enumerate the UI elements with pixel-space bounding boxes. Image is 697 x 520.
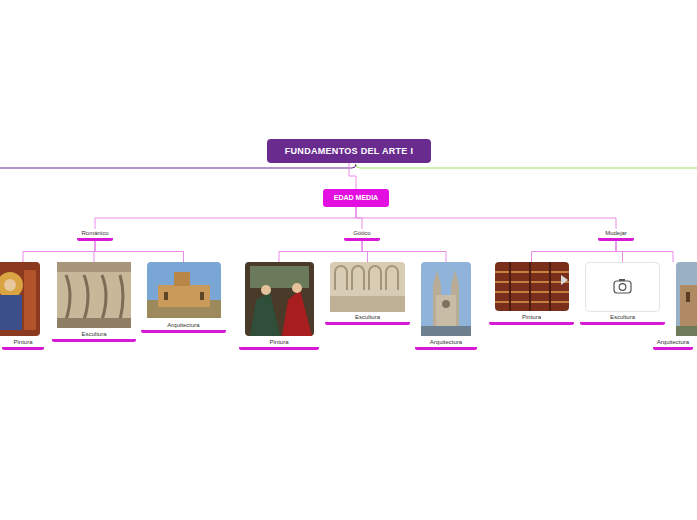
- subtopic-node: Pintura: [239, 262, 319, 350]
- romanesque-painting: [24, 270, 36, 330]
- mudejar-building: [676, 262, 697, 336]
- root-box: FUNDAMENTOS DEL ARTE I: [267, 139, 431, 163]
- subtopic-node: Escultura: [580, 262, 665, 325]
- gothic-cathedral: [442, 300, 450, 308]
- branch-lines: [356, 164, 697, 168]
- mudejar-ceiling: [495, 272, 569, 302]
- gothic-painting: [261, 285, 271, 295]
- romanesque-church: [158, 285, 210, 307]
- branch-connector: [95, 207, 356, 229]
- romanesque-capital: [57, 262, 131, 328]
- romanesque-capital: [66, 275, 123, 320]
- image-placeholder: [586, 263, 660, 312]
- subtopic-node: Pintura: [2, 262, 44, 350]
- branch-connector: [349, 163, 356, 189]
- mudejar-building: [686, 292, 690, 302]
- node-label: Escultura: [580, 313, 665, 325]
- romanesque-painting: [0, 295, 22, 330]
- mudejar-ceiling: [495, 262, 569, 311]
- branch-connector: [279, 241, 362, 262]
- branch-label: Románico: [77, 229, 113, 241]
- subtopic-node: Escultura: [325, 262, 410, 325]
- romanesque-capital: [57, 318, 131, 328]
- romanesque-capital: [57, 262, 131, 272]
- gothic-cathedral: [421, 326, 471, 336]
- romanesque-church: [174, 272, 190, 286]
- node-label: Escultura: [52, 330, 136, 342]
- node-label: Pintura: [489, 313, 574, 325]
- node-label: EDAD MEDIA: [331, 189, 381, 207]
- image-placeholder: [619, 279, 625, 281]
- gothic-relief: [330, 262, 405, 312]
- subtopic-node: Arquitectura: [653, 262, 693, 350]
- image-placeholder: [614, 281, 631, 293]
- romanesque-painting: [0, 262, 40, 336]
- node-label: Románico: [81, 229, 109, 237]
- gothic-cathedral: [421, 262, 471, 336]
- node-label: Arquitectura: [653, 338, 693, 350]
- image-placeholder: [586, 263, 660, 312]
- branch-connector: [95, 241, 184, 262]
- romanesque-painting: [0, 262, 40, 336]
- node-label: Gótico: [348, 229, 376, 237]
- mudejar-building: [676, 262, 697, 336]
- node-label: FUNDAMENTOS DEL ARTE I: [285, 139, 413, 163]
- node-label: Mudejar: [602, 229, 630, 237]
- romanesque-church: [147, 262, 221, 318]
- image-placeholder: [619, 284, 626, 291]
- gothic-relief: [335, 266, 398, 290]
- romanesque-church: [147, 262, 221, 318]
- gothic-painting: [245, 262, 314, 336]
- gothic-painting: [282, 290, 312, 336]
- gothic-painting: [245, 262, 314, 336]
- gothic-painting: [250, 292, 280, 336]
- mudejar-ceiling: [510, 262, 550, 311]
- topic-box: EDAD MEDIA: [323, 189, 389, 207]
- node-label: Arquitectura: [415, 338, 477, 350]
- branch-lines: [0, 164, 356, 168]
- subtopic-node: Pintura: [489, 262, 574, 325]
- node-label: Pintura: [2, 338, 44, 350]
- node-label: Arquitectura: [141, 321, 226, 333]
- node-label: Pintura: [239, 338, 319, 350]
- branch-connector: [616, 241, 673, 262]
- gothic-painting: [292, 283, 302, 293]
- subtopic-node: Arquitectura: [141, 262, 226, 333]
- gothic-cathedral: [421, 262, 471, 336]
- subtopic-node: Arquitectura: [415, 262, 477, 350]
- branch-connector: [532, 241, 617, 262]
- gothic-relief: [330, 296, 405, 312]
- branch-connector: [356, 207, 616, 229]
- romanesque-painting: [4, 279, 16, 291]
- node-label: Escultura: [325, 313, 410, 325]
- romanesque-church: [200, 292, 204, 300]
- romanesque-painting: [0, 272, 23, 298]
- branch-connector: [23, 241, 95, 262]
- romanesque-capital: [57, 262, 131, 328]
- mudejar-ceiling: [561, 275, 568, 285]
- romanesque-church: [164, 292, 168, 300]
- branch-connector: [362, 241, 446, 262]
- mudejar-building: [676, 326, 697, 336]
- gothic-relief: [330, 262, 405, 312]
- branch-label: Gótico: [344, 229, 380, 241]
- subtopic-node: Escultura: [52, 262, 136, 342]
- branch-label: Mudejar: [598, 229, 634, 241]
- mudejar-ceiling: [495, 262, 569, 311]
